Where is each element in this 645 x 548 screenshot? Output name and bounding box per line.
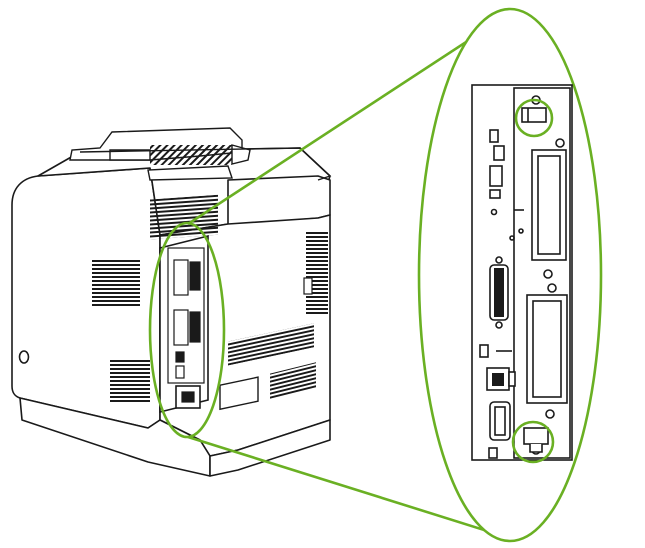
side-handle bbox=[303, 277, 313, 295]
bottom-latch-callout bbox=[511, 420, 555, 464]
left-vents bbox=[92, 194, 218, 402]
magnified-io-panel bbox=[471, 84, 573, 461]
callout-lines bbox=[187, 8, 517, 542]
top-latch-callout bbox=[514, 98, 554, 138]
printer-callout-circle bbox=[148, 221, 226, 439]
top-rim bbox=[79, 147, 332, 181]
printer-io-panel bbox=[159, 234, 209, 414]
right-vents bbox=[219, 232, 328, 411]
power-switch bbox=[18, 350, 30, 364]
